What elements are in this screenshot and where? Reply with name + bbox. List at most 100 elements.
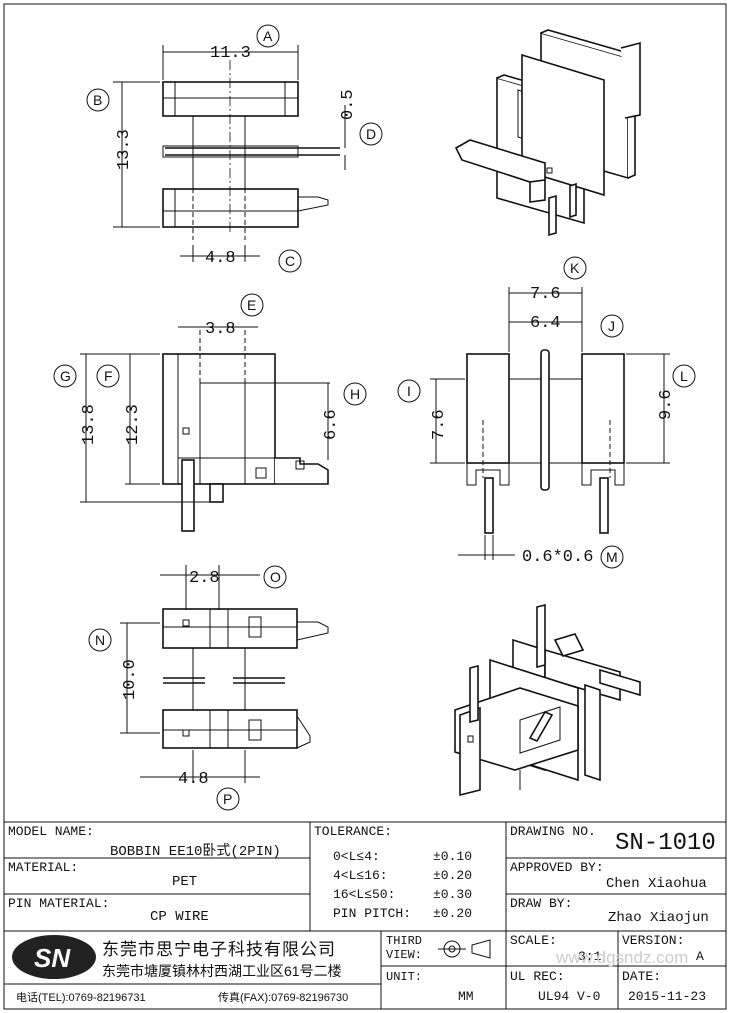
view-front-top: [162, 60, 340, 240]
svg-text:C: C: [285, 253, 295, 269]
callout-E: E: [240, 293, 264, 317]
svg-text:K: K: [570, 260, 580, 276]
callout-G: G: [53, 364, 77, 388]
dim-C: 4.8: [205, 249, 236, 268]
unit-label: UNIT:: [386, 970, 423, 984]
version: A: [696, 949, 704, 964]
svg-text:J: J: [608, 318, 615, 334]
company-name: 东莞市思宁电子科技有限公司: [102, 940, 336, 959]
tolerance-range-2: 4<L≤16:: [333, 868, 388, 883]
callout-M: M: [600, 545, 624, 569]
draw-by-label: DRAW BY:: [510, 896, 573, 911]
callout-L: L: [672, 364, 696, 388]
svg-text:F: F: [104, 368, 113, 384]
svg-text:E: E: [247, 297, 256, 313]
dim-M: 0.6*0.6: [522, 548, 593, 567]
dim-I: 7.6: [430, 409, 449, 440]
dim-E: 3.8: [205, 320, 236, 339]
dim-O: 2.8: [189, 569, 220, 588]
tolerance-label: TOLERANCE:: [314, 824, 393, 839]
tolerance-value-4: ±0.20: [433, 906, 473, 921]
dims-view-side-right: 7.6 6.4 7.6 9.6 0.6*0.6: [430, 285, 676, 567]
callout-J: J: [600, 314, 624, 338]
company-fax: 传真(FAX):0769-82196730: [218, 992, 349, 1004]
tolerance-value-1: ±0.10: [433, 849, 473, 864]
material-label: MATERIAL:: [8, 860, 79, 875]
pin-material: CP WIRE: [150, 909, 209, 925]
callout-N: N: [88, 628, 112, 652]
model-name-label: MODEL NAME:: [8, 824, 94, 839]
dim-N: 10.0: [121, 659, 140, 700]
version-label: VERSION:: [622, 933, 685, 948]
pin-material-label: PIN MATERIAL:: [8, 896, 110, 911]
dim-F: 12.3: [124, 404, 143, 445]
dim-A: 11.3: [210, 44, 251, 63]
approved-by: Chen Xiaohua: [606, 876, 707, 892]
dim-K: 7.6: [530, 285, 561, 304]
draw-by: Zhao Xiaojun: [608, 910, 709, 926]
svg-text:I: I: [407, 383, 411, 399]
svg-text:N: N: [95, 632, 105, 648]
svg-text:P: P: [223, 791, 232, 807]
approved-by-label: APPROVED BY:: [510, 860, 604, 875]
ul-rec-label: UL REC:: [510, 969, 565, 984]
model-name: BOBBIN EE10卧式(2PIN): [110, 844, 281, 860]
callout-C: C: [278, 249, 302, 273]
callout-O: O: [263, 565, 287, 589]
dim-P: 4.8: [178, 770, 209, 789]
company-logo: SN: [12, 935, 96, 979]
drawing-no: SN-1010: [615, 830, 716, 857]
view-iso-bottom: [454, 603, 641, 797]
view-side-right: [466, 349, 625, 534]
dim-H: 6.6: [322, 409, 341, 440]
svg-text:SN: SN: [34, 943, 71, 973]
svg-text:A: A: [263, 28, 273, 44]
callout-I: I: [397, 379, 421, 403]
svg-text:D: D: [366, 126, 376, 142]
sheet-border: [3, 3, 727, 1010]
tolerance-range-3: 16<L≤50:: [333, 887, 396, 902]
view-iso-top: [454, 29, 641, 237]
company-address: 东莞市塘厦镇林村西湖工业区61号二楼: [102, 963, 342, 979]
dims-view-bottom: 2.8 10.0 4.8: [120, 565, 260, 789]
dims-view-front-top: 11.3 13.3 4.8 0.5: [113, 44, 358, 268]
tolerance-value-3: ±0.30: [433, 887, 473, 902]
svg-text:O: O: [270, 569, 281, 585]
date-label: DATE:: [622, 969, 662, 984]
callout-D: D: [359, 122, 383, 146]
scale-label: SCALE:: [510, 933, 557, 948]
company-tel: 电话(TEL):0769-82196731: [16, 992, 146, 1004]
callout-B: B: [86, 88, 110, 112]
scale: 3:1: [578, 949, 602, 964]
material: PET: [172, 874, 198, 890]
callout-A: A: [256, 24, 280, 48]
callout-F: F: [96, 364, 120, 388]
tolerance-range-4: PIN PITCH:: [333, 906, 412, 921]
third-angle-projection-icon: [438, 939, 491, 959]
svg-text:G: G: [60, 368, 71, 384]
svg-text:L: L: [680, 368, 688, 384]
drawing-no-label: DRAWING NO.: [510, 824, 596, 839]
svg-text:B: B: [93, 92, 102, 108]
dims-view-side-left: 3.8 13.8 12.3 6.6: [80, 320, 341, 503]
svg-text:M: M: [606, 549, 618, 565]
tolerance-range-1: 0<L≤4:: [333, 849, 380, 864]
dim-D: 0.5: [339, 89, 358, 120]
callout-K: K: [563, 256, 587, 280]
third-view-label: THIRD VIEW:: [386, 934, 423, 962]
svg-text:H: H: [350, 386, 360, 402]
callout-H: H: [343, 382, 367, 406]
view-side-left: [162, 330, 330, 532]
tolerance-value-2: ±0.20: [433, 868, 473, 883]
view-bottom: [162, 608, 329, 749]
watermark: www.dgsndz.com: [556, 948, 689, 967]
callout-P: P: [216, 787, 240, 811]
dim-J: 6.4: [530, 314, 561, 333]
date: 2015-11-23: [628, 989, 707, 1004]
dim-G: 13.8: [80, 404, 99, 445]
dim-L: 9.6: [657, 389, 676, 420]
title-block-grid: [4, 821, 726, 1009]
ul-rec: UL94 V-0: [538, 989, 601, 1004]
unit: MM: [458, 989, 474, 1004]
